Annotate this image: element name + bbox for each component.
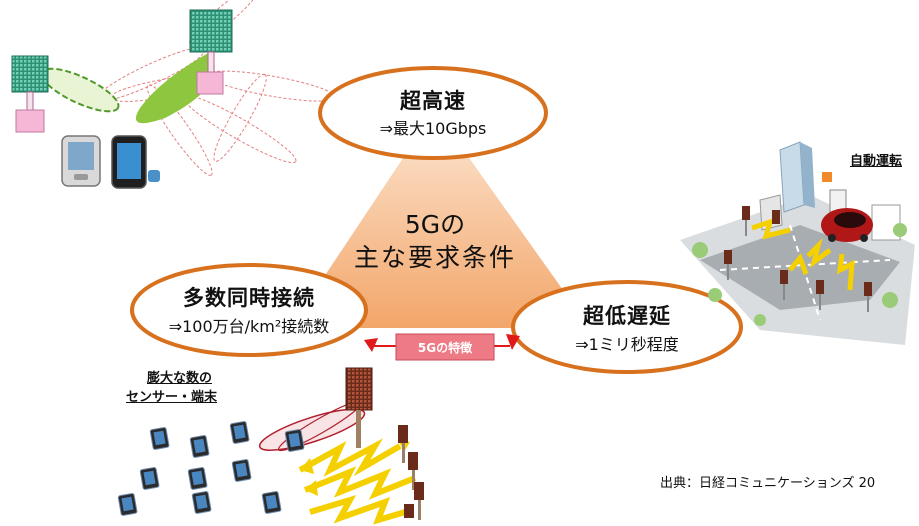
connections-title: 多数同時接続 [183,286,315,310]
antenna-panel-icon [189,9,233,53]
antenna-cluster [11,0,336,189]
sensor-device-icon [284,429,305,452]
autonomous-label: 自動運転 [850,154,903,169]
latency-ellipse [511,280,743,374]
sensor-device-icon [191,491,212,514]
sensors-label-line1: 膨大な数の [147,371,213,386]
source-caption: 出典：日経コミュニケーションズ 20 [660,476,876,491]
sensor-device-icon [149,427,170,450]
sensors-label-line2: センサー・端末 [126,390,218,405]
connections-detail: ⇒100万台/km²接続数 [168,317,330,336]
sensor-device-icon [261,491,282,514]
feature-badge-label: 5Gの特徴 [417,341,473,355]
sensor-device-icon [139,467,160,490]
pda-icon [61,135,101,187]
speed-detail: ⇒最大10Gbps [379,119,487,138]
sensor-cluster [117,367,424,525]
green-beam [135,52,215,124]
sensor-device-icon [231,459,252,482]
sensor-device-icon [229,421,250,444]
sensor-device-icon [189,435,210,458]
sensor-antenna-icon [345,367,373,411]
building-icon [779,141,805,213]
latency-detail: ⇒1ミリ秒程度 [575,335,679,354]
autonomous-city [680,141,915,345]
speed-title: 超高速 [400,89,466,113]
antenna-panel-icon [11,55,49,93]
smartphone-icon [111,135,160,189]
center-title-line2: 主な要求条件 [353,243,516,272]
speed-ellipse [318,66,548,160]
antenna-base-icon [15,109,45,133]
autonomous-car-icon [821,208,873,242]
connections-ellipse [130,263,368,357]
sensor-device-icon [187,467,208,490]
center-title-line1: 5Gの [404,210,466,239]
antenna-base-icon [196,71,224,95]
latency-title: 超低遅延 [583,304,671,328]
dashed-beam [40,67,120,113]
feature-badge [364,333,520,361]
sensor-device-icon [117,493,138,516]
requirements-triangle [290,110,590,328]
